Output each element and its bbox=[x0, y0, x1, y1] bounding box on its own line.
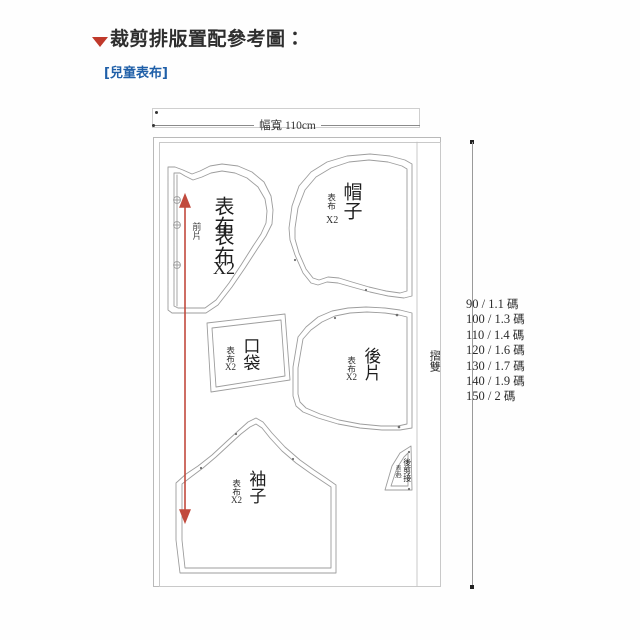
fabric-width-label: 幅寬 110cm bbox=[259, 120, 316, 132]
size-value: 120 / 1.6 bbox=[466, 343, 511, 358]
front-piece-qty: X2 bbox=[213, 258, 235, 278]
size-unit: 碼 bbox=[503, 389, 516, 404]
vertical-dim-endpoint-bottom bbox=[470, 585, 474, 589]
size-unit: 碼 bbox=[512, 327, 525, 342]
front-grain-note: 前片 bbox=[190, 222, 201, 240]
hat-piece-qty: X2 bbox=[326, 215, 339, 226]
page-title: 裁剪排版置配參考圖： bbox=[110, 28, 306, 50]
back-fabric-line1: 表布 bbox=[345, 355, 356, 373]
back-piece-label: 表布 後片 bbox=[345, 347, 381, 381]
size-chart-list: 90 / 1.1 碼 100 / 1.3 碼 110 / 1.4 碼 120 /… bbox=[466, 297, 525, 405]
size-unit: 碼 bbox=[506, 297, 519, 311]
pocket-piece-name: 口袋 bbox=[239, 337, 260, 371]
fold-double-label: 摺雙 bbox=[428, 350, 442, 372]
size-row: 140 / 1.9 碼 bbox=[466, 374, 525, 389]
front-piece-fabric-char: 表布 bbox=[211, 226, 235, 266]
fabric-outline-inner bbox=[159, 142, 441, 587]
size-row: 100 / 1.3 碼 bbox=[466, 312, 525, 327]
subtitle-label: [兒童表布] bbox=[104, 66, 168, 81]
width-dim-endpoint-left bbox=[155, 111, 158, 114]
back-yoke-piece-qty: X2 bbox=[395, 474, 402, 480]
hat-fabric-line1: 表布 bbox=[325, 192, 336, 210]
dim-line-right bbox=[320, 124, 420, 126]
back-piece-qty: X2 bbox=[346, 372, 357, 382]
triangle-down-icon bbox=[92, 37, 108, 47]
size-row: 110 / 1.4 碼 bbox=[466, 328, 525, 343]
size-value: 130 / 1.7 bbox=[466, 358, 511, 373]
hat-piece-label: 表布 帽子 bbox=[325, 182, 363, 220]
size-unit: 碼 bbox=[513, 374, 525, 389]
size-value: 100 / 1.3 bbox=[466, 312, 511, 327]
size-value: 150 / 2 bbox=[466, 389, 501, 404]
sleeve-piece-label: 表布 袖子 bbox=[230, 470, 266, 504]
front-piece-fabric-line: 表布 bbox=[211, 226, 235, 266]
sleeve-piece-qty: X2 bbox=[231, 495, 242, 505]
dim-dot-left bbox=[152, 123, 155, 127]
page-header: 裁剪排版置配參考圖： bbox=[92, 28, 305, 52]
size-value: 90 / 1.1 bbox=[466, 297, 504, 311]
pocket-piece-label: 表布 口袋 bbox=[224, 337, 260, 371]
front-piece-name: 表布 bbox=[211, 196, 235, 236]
size-unit: 碼 bbox=[513, 343, 525, 358]
back-yoke-piece-name: 後剪接 bbox=[402, 458, 412, 482]
size-unit: 碼 bbox=[513, 358, 525, 373]
hat-piece-name: 帽子 bbox=[340, 182, 363, 220]
size-unit: 碼 bbox=[513, 312, 525, 327]
size-row: 120 / 1.6 碼 bbox=[466, 343, 525, 358]
vertical-dimension-line bbox=[472, 142, 473, 587]
pocket-piece-qty: X2 bbox=[225, 362, 236, 372]
sleeve-piece-name: 袖子 bbox=[245, 470, 266, 504]
dim-line-left bbox=[155, 124, 255, 126]
fabric-width-dimension: 幅寬 110cm bbox=[152, 118, 420, 132]
fabric-width-bar bbox=[152, 108, 420, 128]
size-row: 130 / 1.7 碼 bbox=[466, 359, 525, 374]
size-row: 90 / 1.1 碼 bbox=[466, 297, 525, 312]
size-value: 140 / 1.9 bbox=[466, 374, 511, 389]
size-row: 150 / 2 碼 bbox=[466, 389, 525, 404]
back-yoke-piece-label: 表布 後剪接 bbox=[394, 458, 412, 482]
yoke-fabric-line1: 表布 bbox=[394, 464, 401, 476]
size-value: 110 / 1.4 bbox=[466, 327, 510, 342]
front-piece-label: 表布 bbox=[211, 196, 235, 236]
sleeve-fabric-line1: 表布 bbox=[230, 478, 241, 496]
back-piece-name: 後片 bbox=[360, 347, 381, 381]
pocket-fabric-line1: 表布 bbox=[224, 345, 235, 363]
